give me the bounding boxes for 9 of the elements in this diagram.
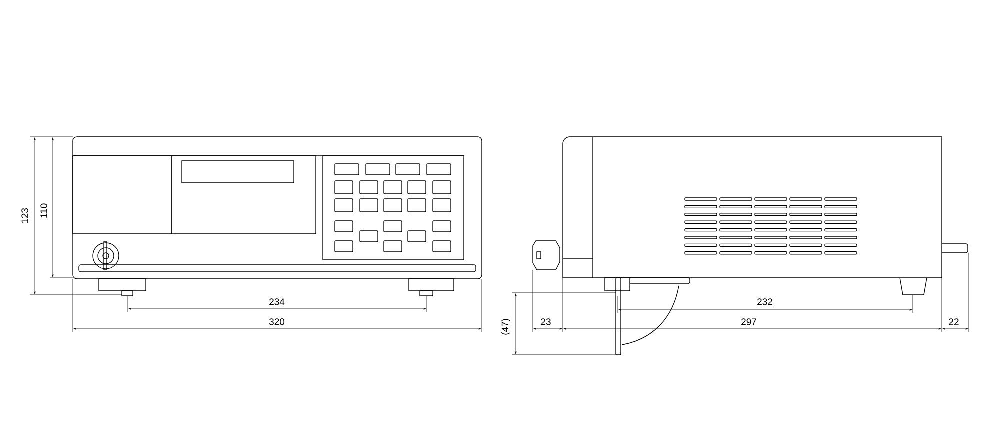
dimension-label: (47) [502,319,510,335]
dimension-label: 297 [742,318,756,326]
dimension-label: 123 [22,208,28,224]
dimension-label: 232 [758,298,772,306]
dimension-label: 110 [40,204,48,218]
dimension-label: 22 [949,318,959,326]
dimension-label: 234 [270,298,285,306]
dimension-label: 23 [541,318,551,326]
dimension-label: 320 [269,318,285,326]
